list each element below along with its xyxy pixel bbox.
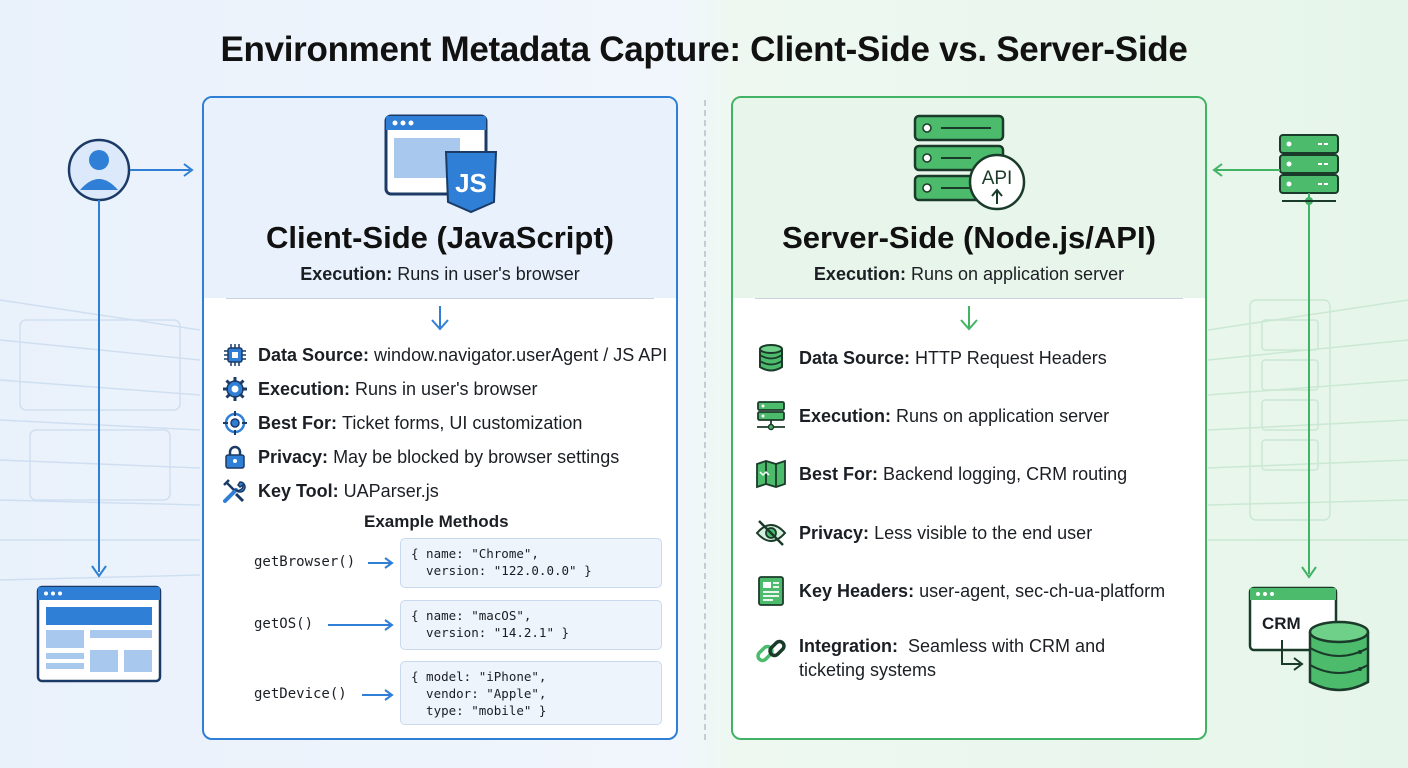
client-heading: Client-Side (JavaScript) bbox=[266, 220, 614, 255]
arrow-right-icon bbox=[362, 689, 394, 701]
client-header-rule bbox=[226, 298, 654, 299]
client-row-value: Runs in user's browser bbox=[355, 378, 538, 399]
code-get-device: { model: "iPhone", vendor: "Apple", type… bbox=[400, 661, 662, 725]
center-divider bbox=[704, 100, 706, 740]
server-side-panel: API Server-Side (Node.js/API) Execution:… bbox=[731, 96, 1207, 740]
client-exec-value: Runs in user's browser bbox=[397, 264, 580, 284]
server-row-label: Best For: bbox=[799, 463, 879, 484]
chip-icon bbox=[220, 340, 250, 370]
lock-icon bbox=[220, 442, 250, 472]
server-row-data-source: Data Source:HTTP Request Headers bbox=[753, 341, 1107, 375]
client-execution-summary: Execution: Runs in user's browser bbox=[204, 264, 676, 285]
server-row-integration: Integration: Seamless with CRM and ticke… bbox=[753, 634, 1129, 682]
server-header-rule bbox=[755, 298, 1183, 299]
method-get-os: getOS() bbox=[254, 616, 314, 632]
client-row-execution: Execution:Runs in user's browser bbox=[220, 374, 538, 404]
link-icon bbox=[753, 634, 789, 668]
server-row-value: Runs on application server bbox=[896, 405, 1110, 426]
arrow-right-icon bbox=[368, 557, 394, 569]
client-row-key-tool: Key Tool:UAParser.js bbox=[220, 476, 439, 506]
server-execution-summary: Execution: Runs on application server bbox=[733, 264, 1205, 285]
gear-icon bbox=[220, 374, 250, 404]
code-get-os: { name: "macOS", version: "14.2.1" } bbox=[400, 600, 662, 650]
client-row-label: Execution: bbox=[258, 378, 351, 399]
tools-icon bbox=[220, 476, 250, 506]
client-row-value: May be blocked by browser settings bbox=[333, 446, 620, 467]
server-row-label: Privacy: bbox=[799, 522, 870, 543]
server-row-value: Seamless with CRM and ticketing systems bbox=[799, 636, 1106, 680]
client-row-privacy: Privacy:May be blocked by browser settin… bbox=[220, 442, 619, 472]
server-row-privacy: Privacy:Less visible to the end user bbox=[753, 516, 1092, 550]
method-get-browser: getBrowser() bbox=[254, 554, 356, 570]
document-icon bbox=[753, 574, 789, 608]
down-arrow-icon bbox=[431, 306, 449, 331]
client-row-label: Privacy: bbox=[258, 446, 329, 467]
client-row-data-source: Data Source:window.navigator.userAgent /… bbox=[220, 340, 667, 370]
client-side-panel: JS Client-Side (JavaScript) Execution: R… bbox=[202, 96, 678, 740]
client-row-label: Data Source: bbox=[258, 344, 370, 365]
crm-label: CRM bbox=[1262, 614, 1301, 633]
server-row-label: Key Headers: bbox=[799, 580, 915, 601]
target-icon bbox=[220, 408, 250, 438]
server-row-value: Backend logging, CRM routing bbox=[883, 463, 1128, 484]
client-row-label: Key Tool: bbox=[258, 480, 339, 501]
client-row-value: UAParser.js bbox=[343, 480, 439, 501]
page-title: Environment Metadata Capture: Client-Sid… bbox=[220, 30, 1188, 69]
arrow-right-icon bbox=[328, 619, 394, 631]
client-exec-label: Execution: bbox=[300, 264, 393, 284]
server-row-label: Execution: bbox=[799, 405, 892, 426]
server-row-best-for: Best For:Backend logging, CRM routing bbox=[753, 457, 1127, 491]
server-row-key-headers: Key Headers:user-agent, sec-ch-ua-platfo… bbox=[753, 574, 1165, 608]
server-exec-label: Execution: bbox=[813, 264, 906, 284]
map-icon bbox=[753, 457, 789, 491]
database-icon bbox=[753, 341, 789, 375]
server-row-label: Integration: bbox=[799, 636, 898, 656]
eye-off-icon bbox=[753, 516, 789, 550]
server-api-icon: API bbox=[913, 114, 1026, 211]
down-arrow-icon bbox=[960, 306, 978, 331]
js-badge-text: JS bbox=[455, 168, 487, 198]
code-get-browser: { name: "Chrome", version: "122.0.0.0" } bbox=[400, 538, 662, 588]
browser-js-icon: JS bbox=[384, 114, 498, 214]
server-icon bbox=[753, 399, 789, 433]
client-row-value: Ticket forms, UI customization bbox=[342, 412, 583, 433]
client-row-value: window.navigator.userAgent / JS API bbox=[374, 344, 668, 365]
server-exec-value: Runs on application server bbox=[910, 264, 1125, 284]
server-row-value: Less visible to the end user bbox=[874, 522, 1093, 543]
server-row-label: Data Source: bbox=[799, 347, 911, 368]
api-badge-text: API bbox=[982, 168, 1013, 189]
server-row-execution: Execution:Runs on application server bbox=[753, 399, 1109, 433]
client-row-best-for: Best For:Ticket forms, UI customization bbox=[220, 408, 582, 438]
example-methods-title: Example Methods bbox=[364, 512, 509, 531]
client-row-label: Best For: bbox=[258, 412, 338, 433]
server-heading: Server-Side (Node.js/API) bbox=[782, 220, 1156, 255]
method-get-device: getDevice() bbox=[254, 686, 347, 702]
server-row-value: user-agent, sec-ch-ua-platform bbox=[919, 580, 1166, 601]
server-row-value: HTTP Request Headers bbox=[915, 347, 1107, 368]
